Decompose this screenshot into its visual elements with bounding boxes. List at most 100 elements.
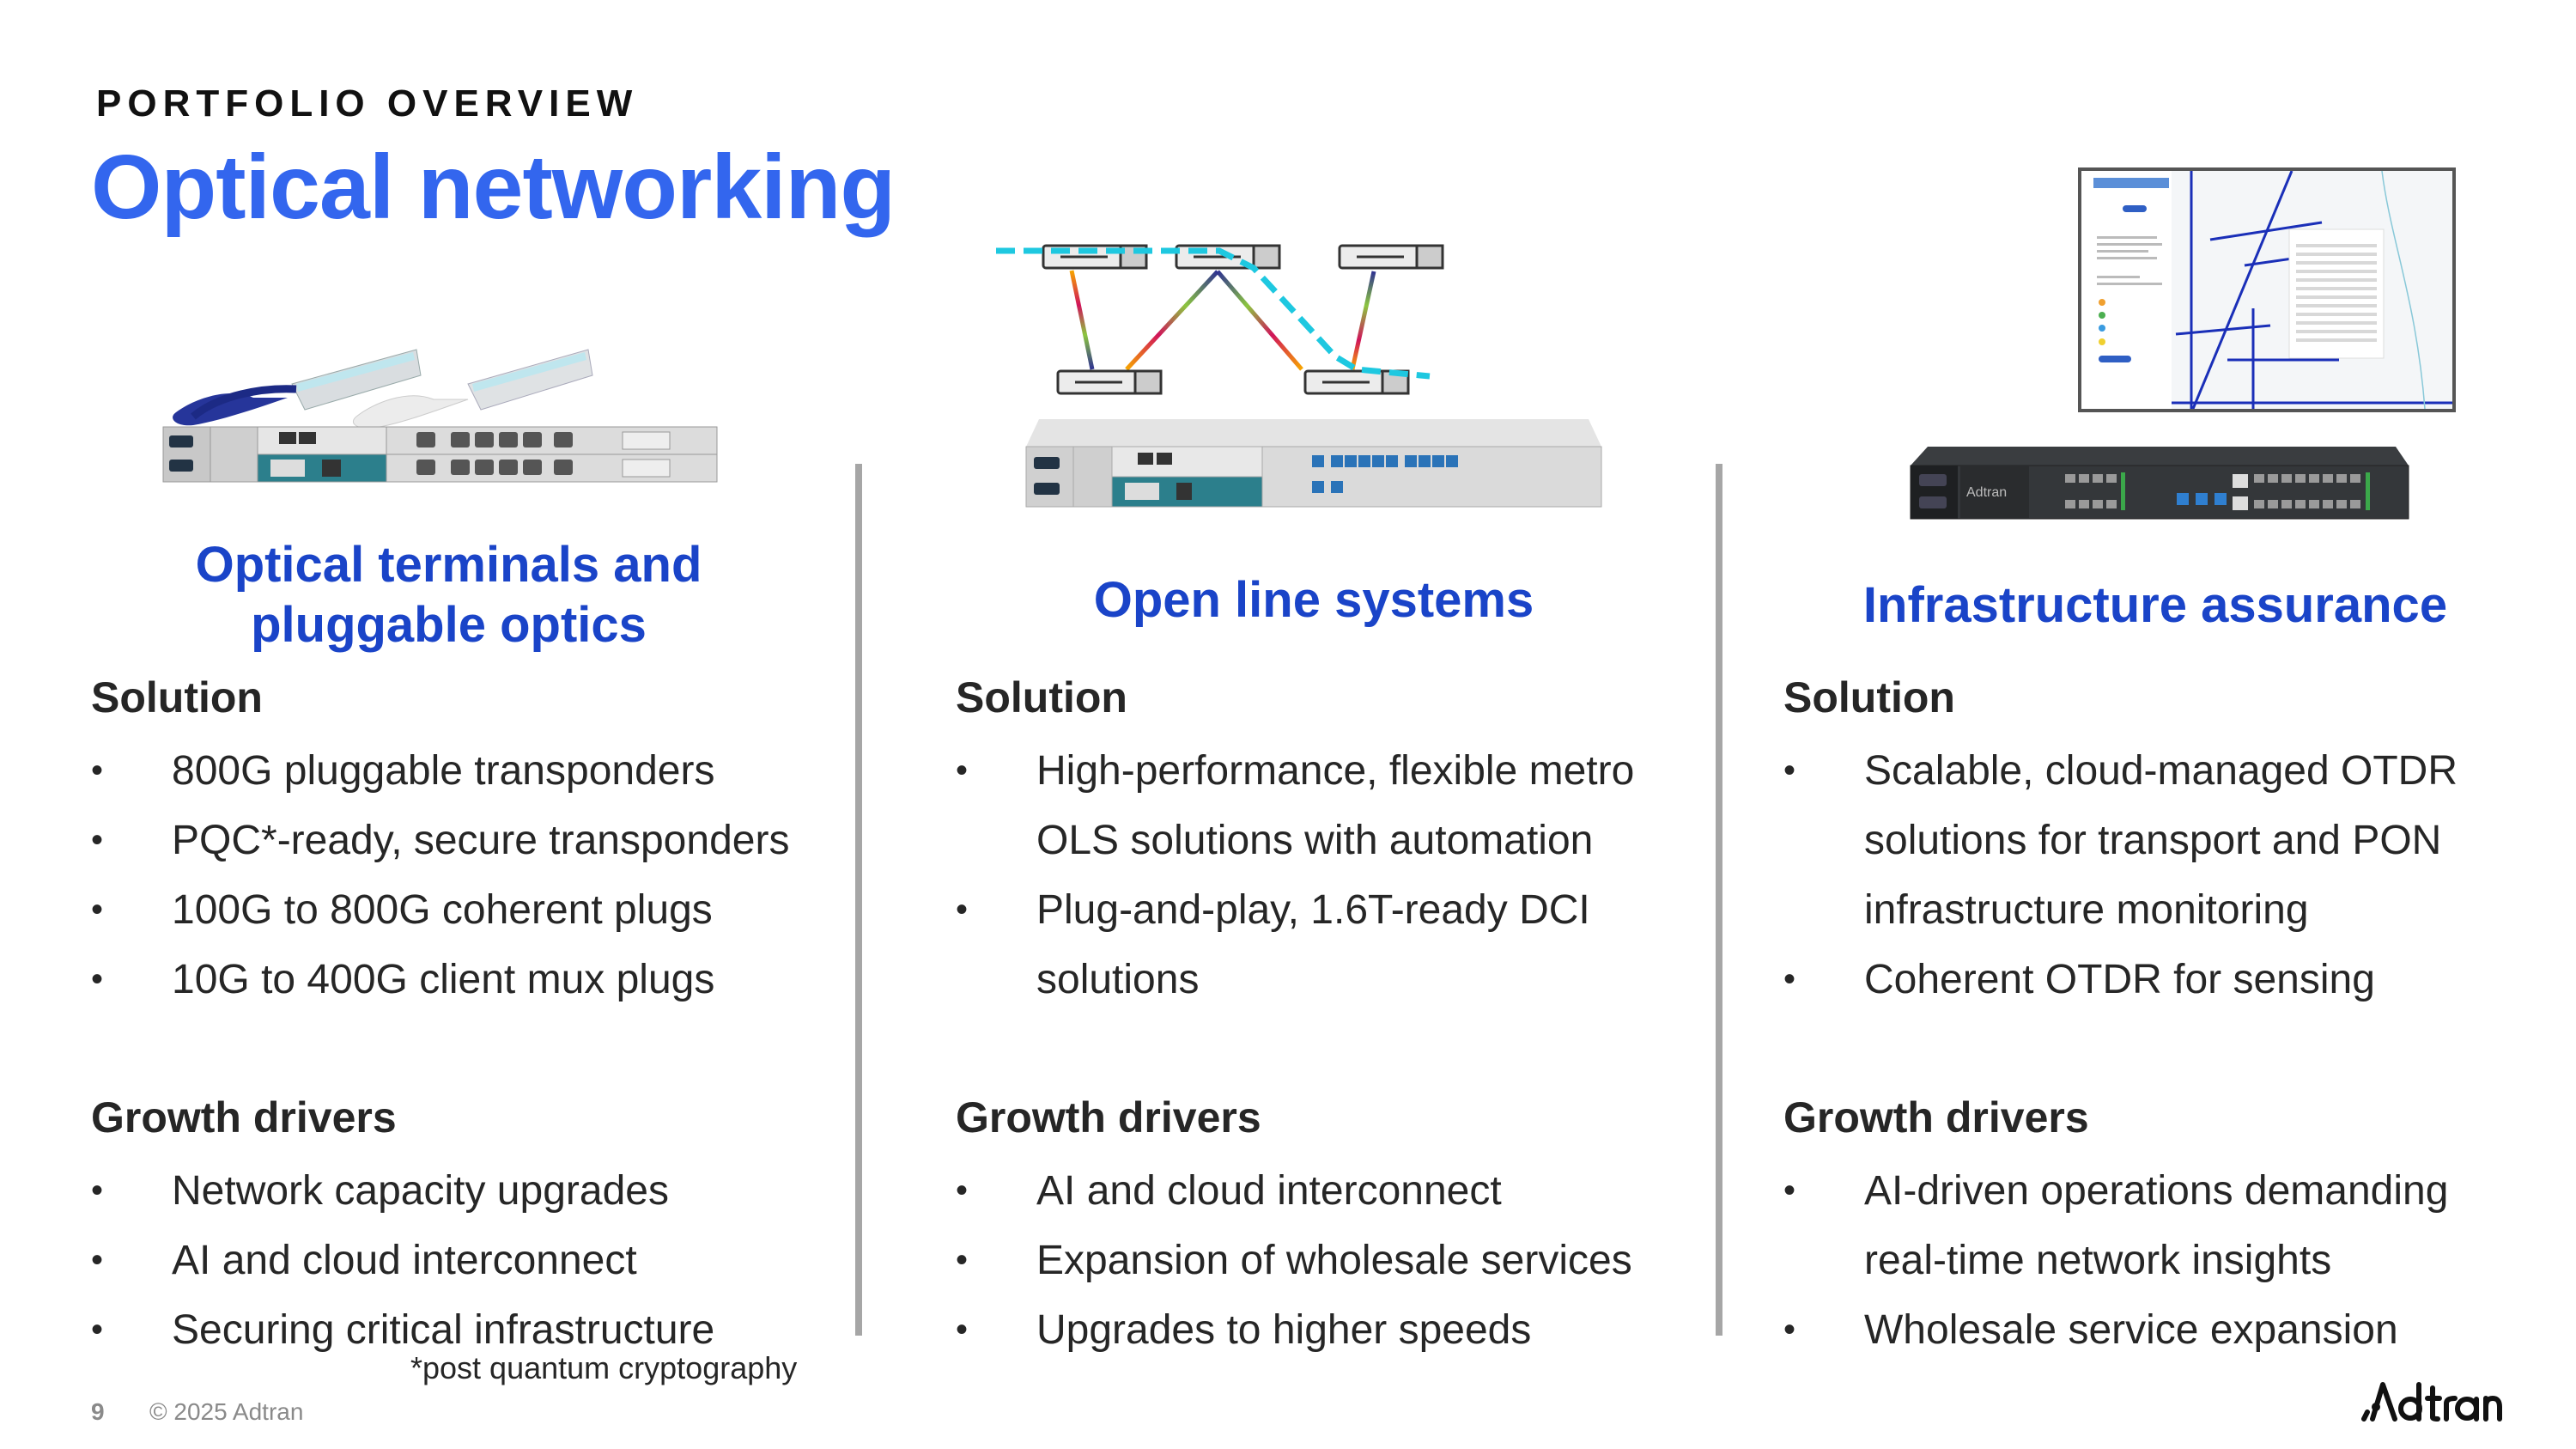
list-item: • 800G pluggable transponders (91, 736, 789, 806)
page-title: Optical networking (91, 137, 896, 238)
heading-line: pluggable optics (251, 597, 647, 653)
list-item-continuation: solutions for transport and PON (1783, 806, 2458, 875)
link-1-4 (1069, 270, 1095, 370)
list-item-continuation: solutions (956, 945, 1634, 1014)
list-item-continuation: infrastructure monitoring (1783, 875, 2458, 945)
bullet-icon: • (91, 821, 104, 859)
column-heading-optical-terminals: Optical terminals and pluggable optics (103, 535, 794, 655)
bullet-icon: • (956, 1311, 969, 1349)
column-heading-open-line-systems: Open line systems (945, 570, 1683, 630)
chassis-brand-text: Adtran (1966, 485, 2007, 500)
list-item-text: AI and cloud interconnect (1036, 1168, 1502, 1214)
list-item-text: AI and cloud interconnect (172, 1238, 637, 1283)
link-3-5 (1350, 271, 1376, 370)
list-item-text: Plug-and-play, 1.6T-ready DCI (1036, 887, 1590, 933)
list-item-text: real-time network insights (1864, 1238, 2332, 1283)
list-item-text: Expansion of wholesale services (1036, 1238, 1632, 1283)
list-item-text: Upgrades to higher speeds (1036, 1307, 1532, 1353)
list-item-text: Wholesale service expansion (1864, 1307, 2398, 1353)
map-info-popup (2288, 228, 2385, 359)
bullet-icon: • (91, 891, 104, 928)
list-item: • Scalable, cloud-managed OTDR (1783, 736, 2458, 806)
solution-label: Solution (1783, 673, 1955, 721)
white-pluggable-module-icon (352, 349, 593, 429)
blue-pluggable-module-icon (173, 349, 422, 426)
adtran-logo (2357, 1376, 2503, 1428)
heading-line: Optical terminals and (195, 537, 702, 593)
service-path (996, 247, 1431, 380)
copyright: © 2025 Adtran (149, 1398, 304, 1425)
bullet-icon: • (1783, 752, 1796, 789)
bullet-icon: • (91, 1311, 104, 1349)
network-node-icons (1042, 244, 1444, 395)
solution-list: • Scalable, cloud-managed OTDR solutions … (1783, 736, 2458, 1014)
column-divider (855, 464, 862, 1336)
column-divider (1716, 464, 1722, 1336)
footnote: *post quantum cryptography (410, 1350, 798, 1385)
list-item-text: infrastructure monitoring (1864, 887, 2309, 933)
link-2-5 (1216, 270, 1303, 371)
list-item-text: 10G to 400G client mux plugs (172, 957, 715, 1002)
list-item-text: AI-driven operations demanding (1864, 1168, 2449, 1214)
node-icon (1338, 244, 1444, 270)
list-item-text: Securing critical infrastructure (172, 1307, 715, 1353)
solution-list: • 800G pluggable transponders • PQC*-ready… (91, 736, 789, 1014)
list-item-text: Network capacity upgrades (172, 1168, 669, 1214)
list-item: • AI-driven operations demanding (1783, 1156, 2448, 1226)
list-item-text: 800G pluggable transponders (172, 748, 715, 794)
list-item-text: 100G to 800G coherent plugs (172, 887, 713, 933)
list-item: • Upgrades to higher speeds (956, 1295, 1632, 1365)
solution-label: Solution (956, 673, 1127, 721)
list-item-text: Coherent OTDR for sensing (1864, 957, 2375, 1002)
pluggable-optics-image (159, 331, 726, 485)
list-item: •AI and cloud interconnect (91, 1226, 714, 1295)
ols-chassis-icon (1025, 419, 1602, 508)
bullet-icon: • (91, 1172, 104, 1209)
growth-drivers-list: •Network capacity upgrades •AI and cloud… (91, 1156, 714, 1365)
solution-list: • High-performance, flexible metro OLS so… (956, 736, 1634, 1014)
link-4-2 (1125, 270, 1219, 371)
otdr-chassis-image: Adtran (1902, 440, 2417, 526)
network-topology-image (996, 232, 1614, 524)
list-item-text: PQC*-ready, secure transponders (172, 818, 790, 863)
growth-drivers-list: • AI-driven operations demanding real-tim… (1783, 1156, 2448, 1365)
bullet-icon: • (1783, 960, 1796, 998)
heading-line: Infrastructure assurance (1862, 577, 2448, 633)
list-item: • Securing critical infrastructure (91, 1295, 714, 1365)
list-item: • PQC*-ready, secure transponders (91, 806, 789, 875)
list-item: • Plug-and-play, 1.6T-ready DCI (956, 875, 1634, 945)
list-item: • Network capacity upgrades (91, 1156, 714, 1226)
fiber-route-lines (2172, 170, 2452, 410)
bullet-icon: • (91, 960, 104, 998)
bullet-icon: • (91, 752, 104, 789)
list-item-text: solutions for transport and PON (1864, 818, 2442, 863)
eyebrow-label: PORTFOLIO OVERVIEW (96, 82, 639, 125)
growth-drivers-label: Growth drivers (956, 1093, 1261, 1142)
solution-label: Solution (91, 673, 263, 721)
bullet-icon: • (956, 1172, 969, 1209)
list-item: • 100G to 800G coherent plugs (91, 875, 789, 945)
list-item-text: OLS solutions with automation (1036, 818, 1594, 863)
bullet-icon: • (1783, 1172, 1796, 1209)
list-item-text: Scalable, cloud-managed OTDR (1864, 748, 2458, 794)
list-item: • Coherent OTDR for sensing (1783, 945, 2458, 1014)
monitoring-map-screenshot (2078, 167, 2456, 412)
growth-drivers-label: Growth drivers (1783, 1093, 2089, 1142)
growth-drivers-list: • AI and cloud interconnect • Expansion of… (956, 1156, 1632, 1365)
bullet-icon: • (956, 1241, 969, 1279)
heading-line: Open line systems (1093, 572, 1534, 628)
list-item: • 10G to 400G client mux plugs (91, 945, 789, 1014)
list-item: • Expansion of wholesale services (956, 1226, 1632, 1295)
list-item: • High-performance, flexible metro (956, 736, 1634, 806)
terminal-chassis-icon (162, 426, 718, 483)
bullet-icon: • (956, 752, 969, 789)
list-item-text: High-performance, flexible metro (1036, 748, 1635, 794)
list-item: •Wholesale service expansion (1783, 1295, 2448, 1365)
list-item-text: solutions (1036, 957, 1200, 1002)
list-item: • AI and cloud interconnect (956, 1156, 1632, 1226)
page-number: 9 (91, 1398, 105, 1425)
growth-drivers-label: Growth drivers (91, 1093, 397, 1142)
list-item-continuation: real-time network insights (1783, 1226, 2448, 1295)
bullet-icon: • (956, 891, 969, 928)
column-heading-infrastructure-assurance: Infrastructure assurance (1769, 575, 2542, 636)
